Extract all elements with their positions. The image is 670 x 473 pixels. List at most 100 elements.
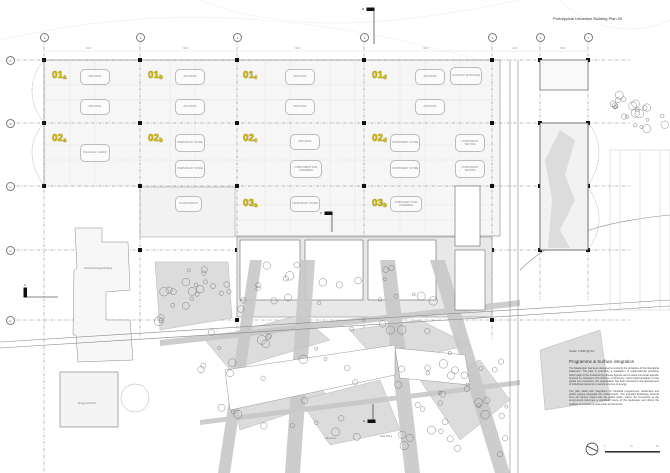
section-marker-e: E [363,419,366,423]
tree [633,123,638,128]
landscape-zones [154,261,611,446]
energy-grid-label: Energy Grid Hub [78,402,96,405]
grid-column-label: 4 [360,33,369,42]
tree [159,287,169,297]
atrium-wing-2 [304,239,364,301]
north-arrow [585,442,599,456]
dimension-text: 3000 [423,47,429,50]
tree [502,435,509,442]
hall-edge-curve [31,59,45,187]
tree [260,375,266,381]
tree [290,423,295,429]
tree [660,113,665,118]
description-paragraph: The plan deals with integration of indus… [569,389,659,406]
tree [491,366,498,373]
tree [438,359,448,369]
grid-column-label: 1 [40,33,49,42]
tree [318,278,327,287]
grid-column-label: 3 [233,33,242,42]
tree [393,293,399,299]
tree [170,303,175,308]
tree [504,404,509,409]
section-marker-c: C [320,211,323,215]
tree [643,103,651,112]
dimension-text: 1200 [512,47,518,50]
roads [0,60,670,473]
tree [451,366,459,374]
tree [628,101,637,111]
tree [293,261,300,269]
room-auxiliary-entrance: AUXILIARY ENTRANCE [450,67,482,85]
tree [197,366,205,374]
tree [625,114,629,119]
tree [298,354,308,364]
tree [157,314,165,322]
tree [217,403,226,412]
tree [270,297,278,305]
tree [424,328,431,335]
tree [660,120,669,129]
room-component-store: COMPONENT STORE [390,160,420,178]
room-temporary-store: TEMPORARY STORE [175,134,205,152]
tree [314,420,319,425]
tree [382,266,389,273]
zone-label-01b: 01b [148,70,163,82]
auxiliary-building [539,59,589,91]
tree [223,281,230,288]
room-process: PROCESS [290,134,320,150]
trees [154,90,669,458]
tree [424,364,431,372]
zone-label-02c: 02c [243,133,258,145]
tree [438,391,442,395]
tree [314,346,319,351]
tree [187,287,197,296]
tree [437,400,443,406]
tree [621,113,628,120]
tree [388,265,395,271]
tree [262,261,271,270]
parking-lot [609,149,670,311]
room-component-store: COMPONENT STORE [390,134,420,152]
room-process: PROCESS [285,99,315,115]
tree [611,102,618,109]
tree [260,422,268,430]
room-goods-in-out: GOODS IN/OUT [175,196,202,212]
scale-note: Scale: 1:500 @ A3 [569,349,594,353]
tree [255,282,262,288]
lake-left [224,344,396,411]
tree [425,371,430,376]
room-process: PROCESS [175,99,205,115]
grid-row-label: C [6,182,15,191]
tree [397,325,407,335]
section-marker-a: A [24,283,27,287]
tree [201,270,207,276]
dimension-text: 3000 [183,47,189,50]
tree [203,279,208,285]
tree [612,105,617,110]
description-panel: Scale: 1:500 @ A3 Programme & Surface in… [569,349,659,409]
tree [460,371,468,379]
zone-label-01d: 01d [372,70,387,82]
room-process: PROCESS [80,69,110,85]
room-component-testing: COMPONENT TESTING [455,160,485,178]
industrial-building [72,227,134,363]
drawing-title: Prototypical Urbanism Building Plan 00 [553,16,623,21]
zone-label-02d: 02d [372,133,387,145]
tree [353,433,361,441]
tree [193,282,199,287]
room-process: PROCESS [415,99,445,115]
grid-row-label: A [6,56,15,65]
scale-tick: 50 [656,445,659,448]
tree [639,125,644,129]
tree [416,291,426,301]
dimension-text: 3000 [560,47,566,50]
green-strip-path [545,130,575,248]
service-core [454,185,481,247]
tree [620,96,627,102]
tree [282,275,289,282]
grid-column-label: 6 [536,33,545,42]
tree [446,435,454,443]
zone-label-02a: 02a [52,133,67,145]
tree [645,118,650,122]
